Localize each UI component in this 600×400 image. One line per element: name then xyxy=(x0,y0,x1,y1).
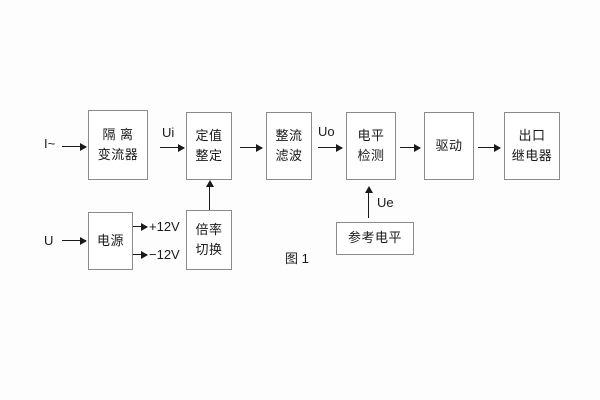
arrow-ratio-to-setting xyxy=(205,180,214,210)
block-isolation-ct-line-2: 变流器 xyxy=(97,147,139,162)
block-power-supply-line-1: 电源 xyxy=(96,232,124,248)
block-rectify-filter-line-2: 滤波 xyxy=(275,148,303,163)
block-ratio-switch-line-1: 倍率 xyxy=(195,221,223,237)
block-setting-line-2: 整定 xyxy=(195,148,223,163)
uo-signal-label: Uo xyxy=(318,124,335,139)
arrow-ue xyxy=(364,186,373,218)
ue-signal-label: Ue xyxy=(377,195,394,210)
block-isolation-ct[interactable]: 隔 离 变流器 xyxy=(88,110,148,180)
block-power-supply[interactable]: 电源 xyxy=(88,212,133,270)
current-input-label: I~ xyxy=(44,136,56,151)
block-reference-level-line-1: 参考电平 xyxy=(347,230,402,246)
block-ratio-switch[interactable]: 倍率 切换 xyxy=(186,210,232,270)
minus-12v-label: −12V xyxy=(149,247,180,262)
arrow-plus-12v xyxy=(133,222,148,231)
block-drive-line-1: 驱动 xyxy=(435,137,463,153)
block-setting[interactable]: 定值 整定 xyxy=(186,112,232,180)
arrow-level-to-drive xyxy=(400,143,421,152)
arrow-voltage-input xyxy=(62,236,87,245)
arrow-setting-to-rectify xyxy=(240,143,263,152)
block-reference-level[interactable]: 参考电平 xyxy=(336,222,414,255)
arrow-ui xyxy=(160,143,185,152)
arrow-minus-12v xyxy=(133,250,148,259)
block-rectify-filter[interactable]: 整流 滤波 xyxy=(266,112,312,180)
block-rectify-filter-line-1: 整流 xyxy=(275,127,303,143)
voltage-input-label: U xyxy=(44,233,54,248)
block-level-detect-line-1: 电平 xyxy=(357,127,385,143)
block-output-relay-line-1: 出口 xyxy=(518,127,546,143)
arrow-uo xyxy=(318,143,343,152)
block-output-relay-line-2: 继电器 xyxy=(511,148,553,163)
block-level-detect-line-2: 检测 xyxy=(357,148,385,163)
block-ratio-switch-line-2: 切换 xyxy=(195,242,223,257)
block-level-detect[interactable]: 电平 检测 xyxy=(346,112,396,180)
block-drive[interactable]: 驱动 xyxy=(424,112,474,180)
block-isolation-ct-line-1: 隔 离 xyxy=(102,126,134,142)
arrow-drive-to-relay xyxy=(478,143,501,152)
arrow-current-input xyxy=(62,142,87,151)
block-setting-line-1: 定值 xyxy=(195,127,223,143)
figure-caption: 图 1 xyxy=(285,251,309,266)
block-output-relay[interactable]: 出口 继电器 xyxy=(504,112,560,180)
plus-12v-label: +12V xyxy=(149,219,180,234)
ui-signal-label: Ui xyxy=(162,125,175,140)
